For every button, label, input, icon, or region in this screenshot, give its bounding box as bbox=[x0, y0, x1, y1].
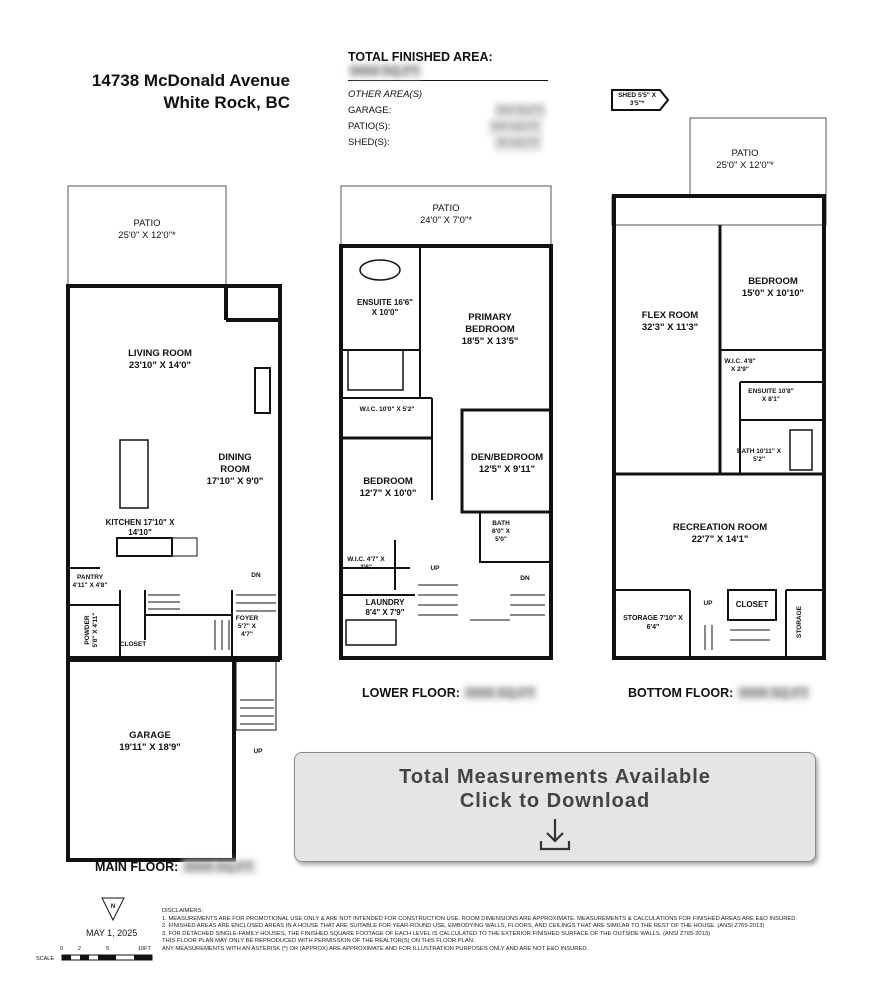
main-patio-label: PATIO 25'0" X 12'0"* bbox=[118, 218, 176, 241]
shed-area-row: SHED(S): 00 SQ.FT bbox=[348, 135, 558, 151]
lower-bath-label: BATH 8'0" X 5'0" bbox=[492, 520, 510, 543]
main-floor-walls bbox=[66, 185, 282, 862]
north-label: N bbox=[110, 904, 116, 910]
den-bedroom-label: DEN/BEDROOM 12'5" X 9'11" bbox=[470, 452, 544, 475]
foyer-label: FOYER 5'7" X 4'7" bbox=[235, 615, 259, 638]
bottom-ensuite-label: ENSUITE 10'8" X 8'1" bbox=[748, 388, 794, 403]
bottom-floor-walls bbox=[611, 89, 827, 660]
address-block: 14738 McDonald Avenue White Rock, BC bbox=[60, 70, 290, 114]
disclaimer-4: THIS FLOOR PLAN MAY ONLY BE REPRODUCED W… bbox=[162, 938, 475, 944]
north-arrow-icon bbox=[101, 897, 125, 922]
lower-dn-label: DN bbox=[520, 575, 530, 582]
disclaimer-5: ANY MEASUREMENTS WITH AN ASTERISK (*) OR… bbox=[162, 945, 589, 952]
other-areas-label: OTHER AREA(S) bbox=[348, 89, 423, 100]
scale-bar bbox=[61, 954, 153, 961]
shed-label: SHED 5'5" X 3'5"* bbox=[618, 92, 656, 107]
main-up-label: UP bbox=[253, 748, 263, 755]
address-line2: White Rock, BC bbox=[163, 93, 290, 112]
living-room-label: LIVING ROOM 23'10" X 14'0" bbox=[128, 348, 192, 371]
total-area-row: TOTAL FINISHED AREA: 0000 SQ.FT bbox=[348, 50, 558, 78]
flex-room-label: FLEX ROOM 32'3" X 11'3" bbox=[641, 310, 699, 333]
bottom-closet-label: CLOSET bbox=[735, 600, 769, 609]
pantry-label: PANTRY 4'11" X 4'8" bbox=[72, 574, 108, 589]
patio-area-value: 000 SQ.FT bbox=[489, 119, 542, 135]
download-line2: Click to Download bbox=[459, 790, 651, 812]
lower-ensuite-label: ENSUITE 16'6" X 10'0" bbox=[357, 298, 413, 317]
lower-floor-walls bbox=[339, 185, 553, 660]
shed-area-value: 00 SQ.FT bbox=[494, 135, 542, 151]
kitchen-label: KITCHEN 17'10" X 14'10" bbox=[105, 518, 175, 537]
bottom-up-label: UP bbox=[703, 600, 713, 607]
lower-floor-label: LOWER FLOOR: 0000 SQ.FT bbox=[362, 686, 538, 700]
disclaimer-title: DISCLAIMERS: bbox=[162, 908, 203, 914]
dining-room-label: DINING ROOM 17'10" X 9'0" bbox=[206, 452, 264, 487]
bottom-wic-label: W.I.C. 4'8" X 2'9" bbox=[724, 358, 756, 373]
lower-patio-label: PATIO 24'0" X 7'0"* bbox=[419, 203, 473, 226]
patio-area-label: PATIO(S): bbox=[348, 121, 391, 132]
disclaimer-3: 3. FOR DETACHED SINGLE-FAMILY HOUSES, TH… bbox=[162, 930, 711, 937]
bottom-patio-label: PATIO 25'0" X 12'0"* bbox=[716, 148, 774, 171]
areas-summary: TOTAL FINISHED AREA: 0000 SQ.FT OTHER AR… bbox=[348, 50, 558, 151]
lower-wic2-label: W.I.C. 4'7" X 3'6" bbox=[347, 556, 385, 571]
lower-up-label: UP bbox=[430, 565, 440, 572]
laundry-label: LAUNDRY 8'4" X 7'9" bbox=[365, 598, 405, 617]
plan-date: MAY 1, 2025 bbox=[86, 928, 138, 938]
disclaimer-1: 1. MEASUREMENTS ARE FOR PROMOTIONAL USE … bbox=[162, 915, 798, 922]
garage-area-label: GARAGE: bbox=[348, 105, 392, 116]
shed-area-label: SHED(S): bbox=[348, 137, 390, 148]
address-line1: 14738 McDonald Avenue bbox=[91, 71, 290, 90]
bottom-storage-label: STORAGE 7'10" X 6'4" bbox=[623, 615, 683, 631]
disclaimers: DISCLAIMERS: 1. MEASUREMENTS ARE FOR PRO… bbox=[162, 908, 852, 953]
bottom-floor-label: BOTTOM FLOOR: 0000 SQ.FT bbox=[628, 686, 811, 700]
powder-label: POWDER 5'8" X 4'11" bbox=[84, 612, 99, 648]
download-icon bbox=[539, 819, 571, 851]
download-line1: Total Measurements Available bbox=[399, 766, 711, 788]
bottom-bath-label: BATH 10'11" X 5'2" bbox=[736, 448, 782, 463]
garage-area-value: 000 SQ.FT bbox=[493, 103, 547, 119]
garage-area-row: GARAGE: 000 SQ.FT bbox=[348, 103, 558, 119]
bottom-bedroom-label: BEDROOM 15'0" X 10'10" bbox=[741, 276, 805, 299]
main-floor-label: MAIN FLOOR: 0000 SQ.FT bbox=[95, 860, 256, 874]
download-measurements-button[interactable]: Total Measurements Available Click to Do… bbox=[294, 752, 816, 862]
primary-bedroom-label: PRIMARY BEDROOM 18'5" X 13'5" bbox=[461, 312, 519, 347]
garage-label: GARAGE 19'11" X 18'9" bbox=[119, 730, 181, 753]
scale-label: SCALE bbox=[36, 956, 55, 962]
main-closet-label: CLOSET bbox=[119, 641, 147, 648]
lower-bedroom-label: BEDROOM 12'7" X 10'0" bbox=[359, 476, 417, 499]
main-dn-label: DN bbox=[251, 572, 261, 579]
recreation-room-label: RECREATION ROOM 22'7" X 14'1" bbox=[672, 522, 768, 545]
bottom-storage2-label: STORAGE bbox=[796, 605, 803, 639]
disclaimer-2: 2. FINISHED AREAS ARE ENCLOSED AREAS IN … bbox=[162, 923, 765, 929]
total-area-value: 0000 SQ.FT bbox=[348, 64, 423, 78]
total-area-label: TOTAL FINISHED AREA: bbox=[348, 50, 493, 64]
lower-wic-label: W.I.C. 10'0" X 5'2" bbox=[359, 406, 415, 413]
patio-area-row: PATIO(S): 000 SQ.FT bbox=[348, 119, 558, 135]
